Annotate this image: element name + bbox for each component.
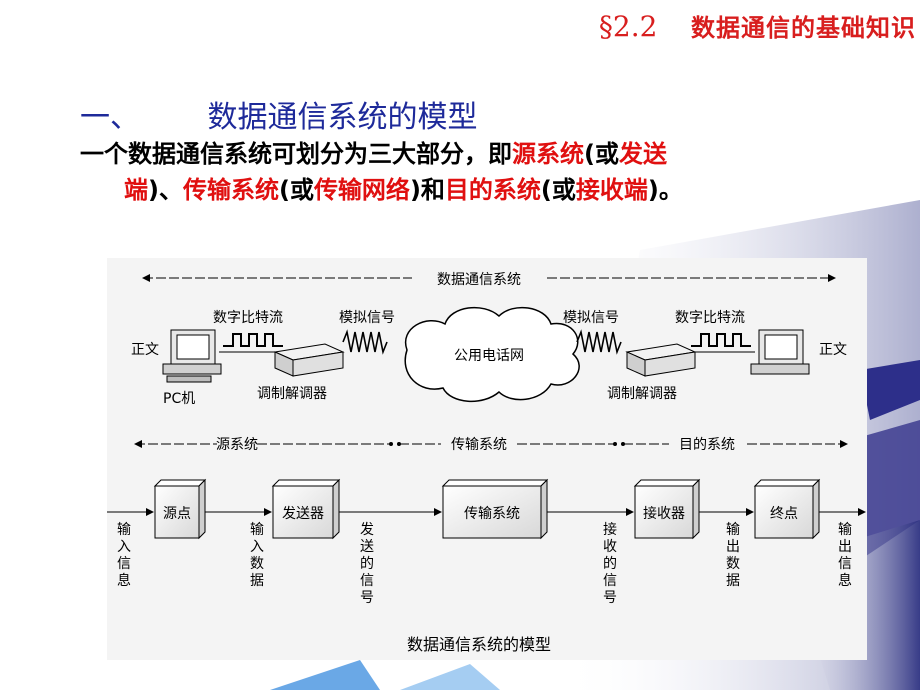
para-text-7: )。: [647, 176, 683, 204]
paragraph-line-2: 端)、传输系统(或传输网络)和目的系统(或接收端)。: [80, 172, 860, 208]
slide-heading: 一、 数据通信系统的模型: [80, 92, 478, 136]
span-source-label: 源系统: [216, 437, 258, 453]
analog-right-label: 模拟信号: [563, 310, 619, 326]
section-number: §2.2: [598, 10, 658, 43]
figure-caption: 数据通信系统的模型: [407, 635, 551, 654]
communication-model-figure: 数据通信系统 正文 PC机 数字比特流 调制解调器 模拟信号 公用电话网 模拟信…: [107, 258, 867, 660]
box-transmitter: [271, 478, 341, 540]
heading-text: 数据通信系统的模型: [207, 100, 478, 135]
analog-left-wave: [342, 329, 388, 355]
bit-stream-right-wave: [691, 333, 751, 347]
section-title: 数据通信的基础知识: [691, 14, 916, 42]
label-input-data: 输入数据: [250, 522, 264, 589]
box-transmission-label: 传输系统: [464, 506, 520, 522]
slide-header: §2.2 数据通信的基础知识: [599, 8, 916, 43]
term-transmission-network: 传输网络: [313, 176, 410, 204]
box-receiver: [633, 478, 701, 540]
para-text-1: 一个数据通信系统可划分为三大部分，即: [80, 140, 512, 168]
text-right-label: 正文: [819, 342, 847, 358]
body-paragraph: 一个数据通信系统可划分为三大部分，即源系统(或发送 端)、传输系统(或传输网络)…: [80, 136, 860, 208]
modem-left-label: 调制解调器: [257, 386, 327, 402]
section-spans: [134, 440, 848, 448]
label-output-data: 输出数据: [726, 522, 740, 589]
modem-right-icon: [625, 343, 697, 377]
analog-right-wave: [576, 329, 622, 355]
pc-right-icon: [750, 329, 810, 375]
box-transmitter-label: 发送器: [282, 506, 324, 522]
term-destination-system: 目的系统: [444, 176, 541, 204]
text-left-label: 正文: [131, 342, 159, 358]
analog-left-label: 模拟信号: [339, 310, 395, 326]
bottom-blue-stripe-1: [270, 660, 380, 690]
bit-stream-left-label: 数字比特流: [213, 310, 283, 326]
para-text-6: (或: [540, 176, 576, 204]
para-text-3: )、: [148, 176, 183, 204]
span-transmission-label: 传输系统: [451, 437, 507, 453]
box-sink-label: 终点: [770, 506, 798, 522]
paragraph-line-1: 一个数据通信系统可划分为三大部分，即源系统(或发送: [80, 136, 860, 172]
term-sender-part2: 端: [124, 176, 148, 204]
term-transmission-system: 传输系统: [182, 176, 279, 204]
span-destination-label: 目的系统: [679, 437, 735, 453]
box-transmission: [441, 478, 549, 540]
term-receiver: 接收端: [575, 176, 648, 204]
term-source-system: 源系统: [512, 140, 584, 168]
label-input-info: 输入信息: [117, 522, 131, 589]
bit-stream-left-wave: [223, 333, 283, 347]
pc-left-icon: [162, 329, 222, 383]
box-source-label: 源点: [163, 506, 191, 522]
bottom-blue-stripe-2: [400, 664, 500, 690]
para-text-4: (或: [278, 176, 314, 204]
para-text-2: (或: [584, 140, 619, 168]
bit-stream-right-label: 数字比特流: [675, 310, 745, 326]
corner-stripe-2: [850, 420, 920, 560]
box-sink: [753, 478, 821, 540]
network-label: 公用电话网: [454, 348, 524, 364]
para-text-5: )和: [409, 176, 445, 204]
modem-left-icon: [273, 343, 345, 377]
top-span-label: 数据通信系统: [437, 272, 521, 288]
corner-stripe-1: [860, 360, 920, 420]
label-received-signal: 接收的信号: [603, 521, 617, 606]
label-output-info: 输出信息: [838, 522, 852, 589]
term-sender-part1: 发送: [618, 140, 667, 168]
network-cloud-icon: [404, 306, 580, 403]
box-source: [153, 478, 207, 540]
heading-number: 一、: [80, 100, 140, 135]
modem-right-label: 调制解调器: [607, 386, 677, 402]
label-sent-signal: 发送的信号: [360, 522, 374, 606]
pc-label: PC机: [163, 391, 195, 407]
box-receiver-label: 接收器: [643, 505, 685, 522]
